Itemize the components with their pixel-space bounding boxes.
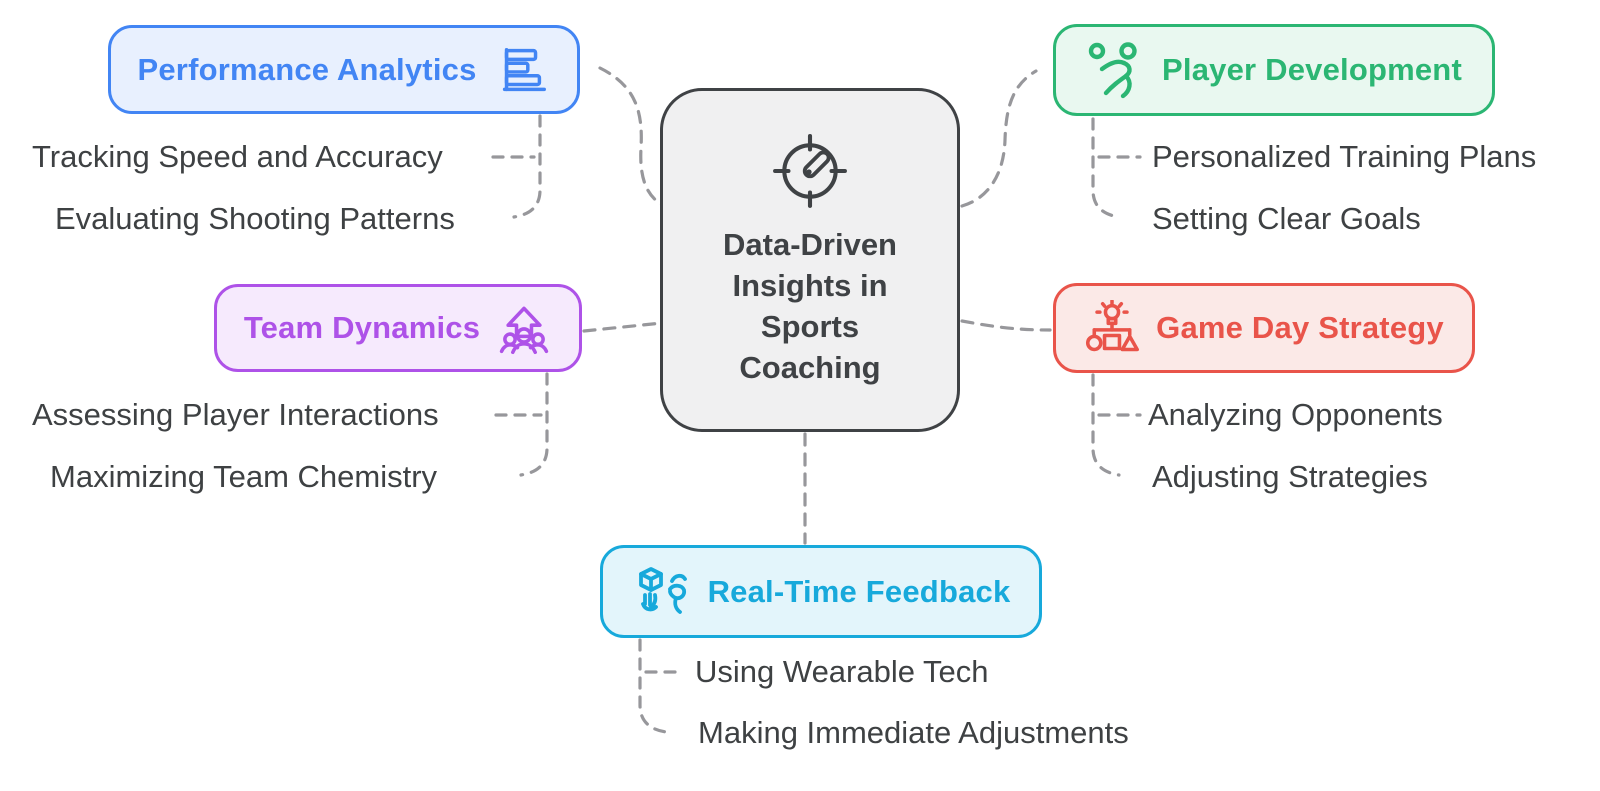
connector-team-children	[519, 372, 549, 477]
branch-node-performance-analytics[interactable]: Performance Analytics	[108, 25, 580, 114]
subtopic-label[interactable]: Tracking Speed and Accuracy	[32, 139, 443, 174]
connector-game-day	[960, 319, 1052, 332]
branch-label: Player Development	[1162, 52, 1462, 87]
gauge-target-icon	[773, 134, 847, 208]
branch-node-real-time-feedback[interactable]: Real-Time Feedback	[600, 545, 1042, 638]
connector-performance-analytics	[598, 66, 666, 208]
idea-strategy-shapes-icon	[1086, 300, 1140, 352]
hand-cube-whistle-icon	[638, 566, 687, 614]
connector-game-children	[1091, 373, 1121, 477]
connector-real-time-children	[638, 638, 668, 734]
subtopic-label[interactable]: Making Immediate Adjustments	[698, 715, 1129, 750]
branch-node-player-development[interactable]: Player Development	[1053, 24, 1495, 116]
subtopic-label[interactable]: Maximizing Team Chemistry	[50, 459, 438, 494]
branch-label: Game Day Strategy	[1156, 310, 1444, 345]
branch-label: Team Dynamics	[243, 310, 481, 345]
subtopic-label[interactable]: Evaluating Shooting Patterns	[55, 201, 455, 236]
subtopic-label[interactable]: Personalized Training Plans	[1152, 139, 1537, 174]
subtopic-label[interactable]: Analyzing Opponents	[1148, 397, 1443, 432]
branch-label: Real-Time Feedback	[707, 573, 1011, 609]
connector-player-development	[960, 69, 1038, 208]
team-growth-arrow-icon	[499, 306, 549, 355]
branch-node-game-day-strategy[interactable]: Game Day Strategy	[1053, 283, 1475, 373]
sports-player-icon	[1088, 42, 1137, 99]
subtopic-label[interactable]: Setting Clear Goals	[1152, 201, 1421, 236]
subtopic-label[interactable]: Assessing Player Interactions	[32, 397, 439, 432]
subtopic-label[interactable]: Adjusting Strategies	[1152, 459, 1428, 494]
subtopic-label[interactable]: Using Wearable Tech	[695, 654, 989, 689]
branch-label: Performance Analytics	[137, 51, 477, 87]
central-topic-node[interactable]: Data-Driven Insights in Sports Coaching	[660, 88, 960, 432]
central-topic-label: Data-Driven Insights in Sports Coaching	[723, 227, 897, 385]
branch-node-team-dynamics[interactable]: Team Dynamics	[214, 284, 582, 372]
connector-team-dynamics	[582, 321, 664, 333]
connector-player-children	[1091, 117, 1121, 219]
horizontal-bar-chart-icon	[502, 47, 546, 91]
connector-performance-children	[512, 114, 542, 219]
